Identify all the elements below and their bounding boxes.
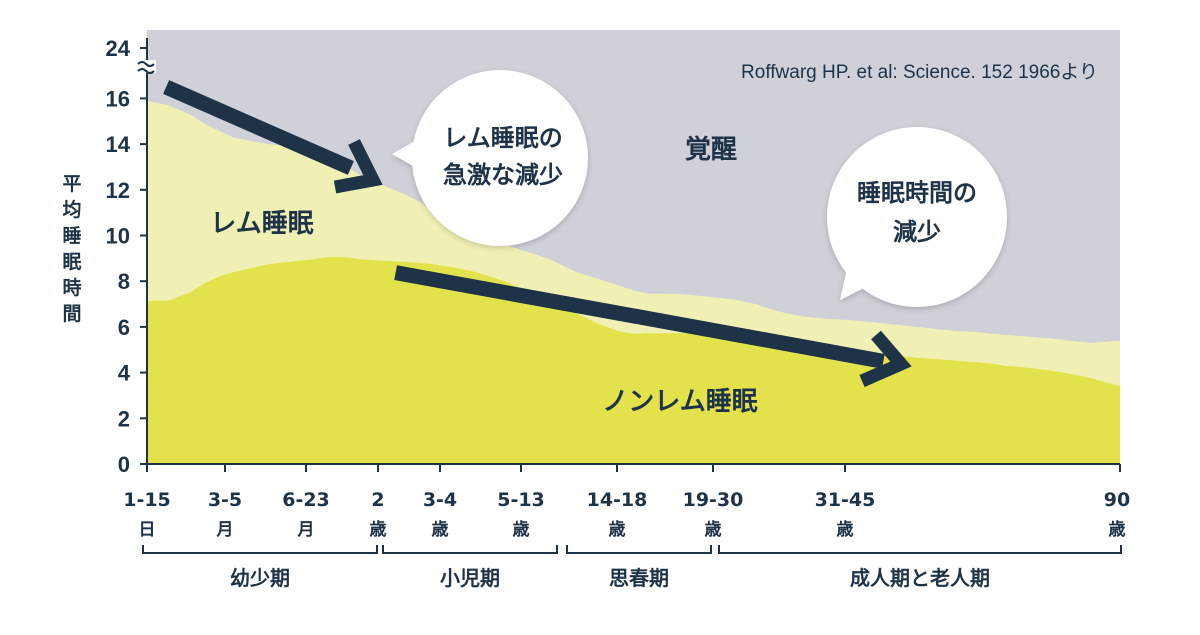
rem-decrease-arrow bbox=[163, 80, 383, 194]
y-tick-label: 2 bbox=[118, 406, 130, 431]
x-tick-label: 2 bbox=[371, 489, 384, 511]
x-tick-unit: 歳 bbox=[705, 519, 722, 540]
y-axis-title-char: 睡 bbox=[62, 225, 81, 247]
rem-decrease-bubble bbox=[392, 70, 588, 246]
rem-label: レム睡眠 bbox=[210, 209, 313, 239]
period-bracket bbox=[718, 545, 1122, 554]
x-tick-label: 14-18 bbox=[587, 489, 648, 511]
y-axis-title-char: 時 bbox=[62, 277, 81, 299]
period-label: 小児期 bbox=[440, 566, 500, 590]
x-tick-unit: 歳 bbox=[513, 519, 530, 540]
period-label: 思春期 bbox=[609, 566, 669, 590]
x-tick-unit: 歳 bbox=[609, 519, 626, 540]
x-tick-unit: 月 bbox=[216, 520, 234, 540]
period-label: 幼少期 bbox=[230, 566, 290, 590]
y-axis-title-char: 眠 bbox=[62, 251, 81, 273]
x-tick-unit: 歳 bbox=[432, 519, 449, 540]
sleep-decrease-bubble bbox=[827, 127, 1007, 307]
rem-decrease-text-line1: レム睡眠の bbox=[443, 124, 563, 152]
x-tick-unit: 日 bbox=[139, 520, 156, 540]
period-bracket bbox=[566, 545, 712, 554]
sleep-decrease-text-line1: 睡眠時間の bbox=[857, 179, 977, 207]
sleep-decrease-text-line2: 減少 bbox=[893, 218, 941, 246]
y-tick-label: 12 bbox=[106, 178, 130, 203]
rem-decrease-text-line2: 急激な減少 bbox=[443, 161, 563, 189]
x-tick-label: 3-4 bbox=[423, 489, 457, 511]
y-tick-label: 0 bbox=[118, 452, 130, 477]
nonrem-area bbox=[147, 257, 1120, 464]
source-label: Roffwarg HP. et al: Science. 152 1966より bbox=[741, 62, 1098, 83]
x-tick-label: 5-13 bbox=[497, 489, 545, 511]
period-bracket bbox=[382, 545, 558, 554]
y-tick-label: 14 bbox=[106, 132, 131, 157]
x-tick-label: 31-45 bbox=[815, 489, 876, 511]
period-bracket bbox=[142, 545, 378, 554]
y-tick-label: 6 bbox=[118, 315, 130, 340]
sleep-decrease-arrow bbox=[394, 265, 912, 387]
y-tick-label: 16 bbox=[106, 86, 130, 111]
y-axis-title-char: 平 bbox=[62, 173, 81, 195]
y-tick-label: 8 bbox=[118, 269, 130, 294]
y-tick-label: 10 bbox=[106, 224, 130, 249]
awake-label: 覚醒 bbox=[685, 135, 737, 165]
x-tick-unit: 月 bbox=[297, 520, 315, 540]
y-tick-label: 4 bbox=[118, 361, 131, 386]
y-tick-label: 24 bbox=[106, 36, 131, 61]
period-brackets: 幼少期 小児期 思春期 成人期と老人期 bbox=[142, 545, 1122, 590]
nonrem-label: ノンレム睡眠 bbox=[602, 387, 757, 417]
x-tick-label: 90 bbox=[1104, 489, 1130, 511]
axis-break-icon bbox=[137, 60, 156, 74]
x-tick-unit: 歳 bbox=[1109, 519, 1126, 540]
x-tick-label: 3-5 bbox=[208, 489, 242, 511]
x-tick-label: 1-15 bbox=[123, 489, 171, 511]
x-tick-label: 6-23 bbox=[282, 489, 330, 511]
x-tick-label: 19-30 bbox=[683, 489, 744, 511]
period-label: 成人期と老人期 bbox=[850, 566, 990, 590]
x-tick-unit: 歳 bbox=[370, 519, 387, 540]
x-tick-unit: 歳 bbox=[837, 519, 854, 540]
y-axis-title-char: 間 bbox=[62, 303, 81, 325]
y-axis-title-char: 均 bbox=[62, 198, 81, 221]
